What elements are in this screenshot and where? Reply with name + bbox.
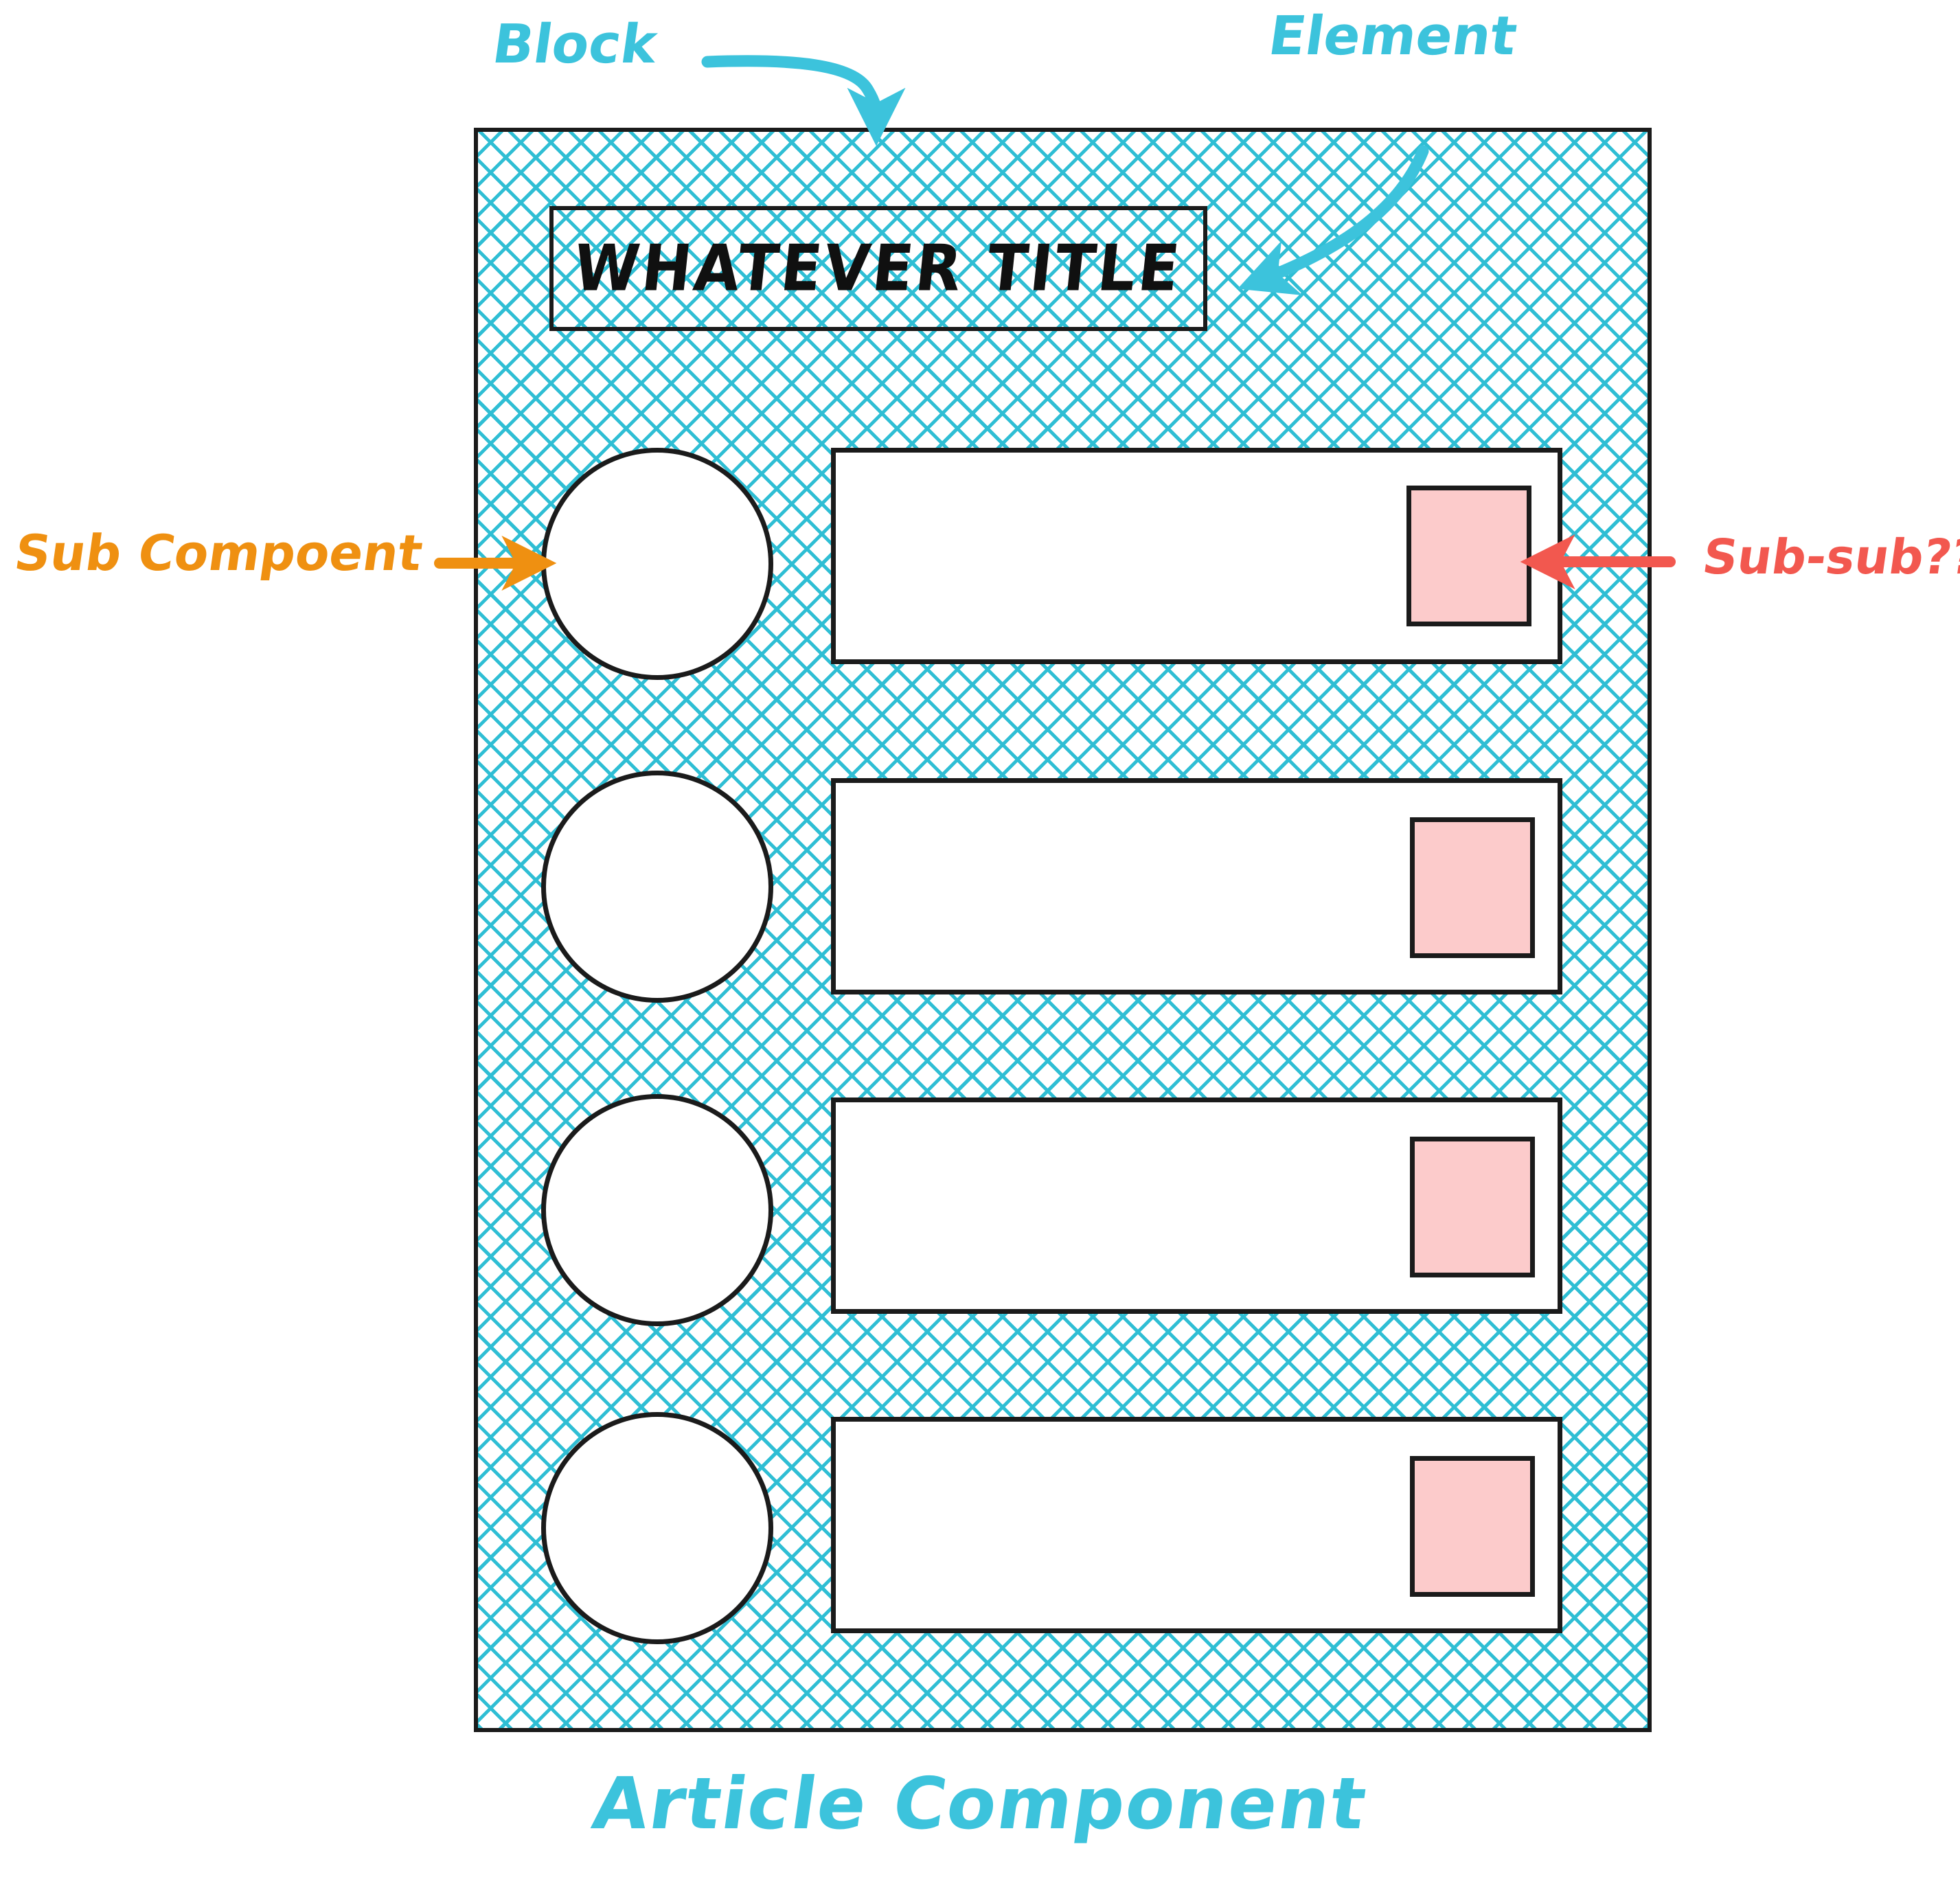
- title-element-label: WHATEVER TITLE: [570, 231, 1186, 306]
- annotation-sub-component-label: Sub Compoent: [11, 524, 426, 582]
- row-3-chip: [1410, 1137, 1535, 1277]
- annotation-block-label: Block: [488, 14, 661, 76]
- block-arrow-icon: [701, 55, 906, 146]
- row-4-bar: [831, 1417, 1562, 1633]
- row-2-chip: [1410, 817, 1535, 958]
- annotation-element-label: Element: [1264, 5, 1521, 67]
- annotation-sub-sub-label: Sub-sub???: [1699, 529, 1960, 585]
- row-1-circle: [541, 448, 773, 680]
- diagram-caption: Article Component: [587, 1762, 1373, 1845]
- row-1-chip: [1406, 486, 1531, 626]
- row-3-circle: [541, 1094, 773, 1326]
- row-4-circle: [541, 1412, 773, 1644]
- row-2-circle: [541, 771, 773, 1003]
- title-element: WHATEVER TITLE: [549, 206, 1207, 331]
- row-4-chip: [1410, 1456, 1535, 1597]
